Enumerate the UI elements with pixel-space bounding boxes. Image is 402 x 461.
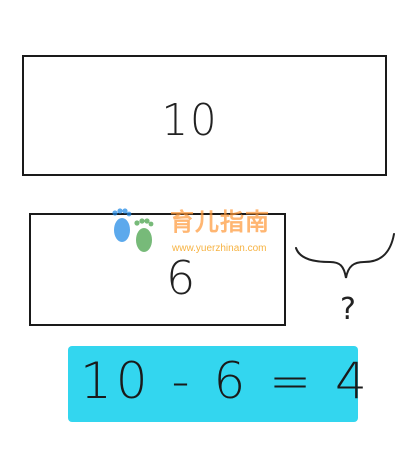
bottom-box-value: 6 bbox=[166, 251, 196, 305]
top-box bbox=[22, 55, 387, 176]
bottom-box bbox=[29, 213, 286, 326]
question-mark: ? bbox=[340, 292, 356, 327]
equation: 10 - 6 = 4 bbox=[80, 352, 371, 410]
top-box-value: 10 bbox=[161, 95, 219, 146]
curly-brace bbox=[295, 233, 395, 279]
equation-highlight bbox=[68, 346, 358, 422]
